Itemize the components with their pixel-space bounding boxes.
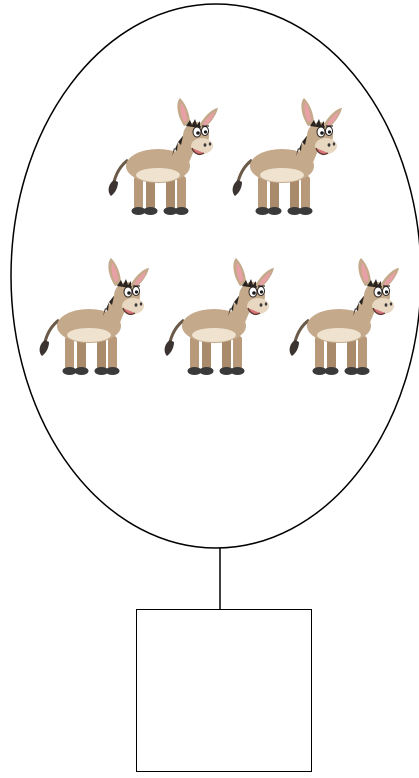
donkey-icon xyxy=(37,256,149,378)
donkey-icon xyxy=(106,96,218,218)
donkey-icon xyxy=(287,256,399,378)
answer-value xyxy=(137,610,311,771)
donkey-icon xyxy=(162,256,274,378)
donkey-icon xyxy=(230,96,342,218)
answer-box[interactable] xyxy=(136,609,312,772)
